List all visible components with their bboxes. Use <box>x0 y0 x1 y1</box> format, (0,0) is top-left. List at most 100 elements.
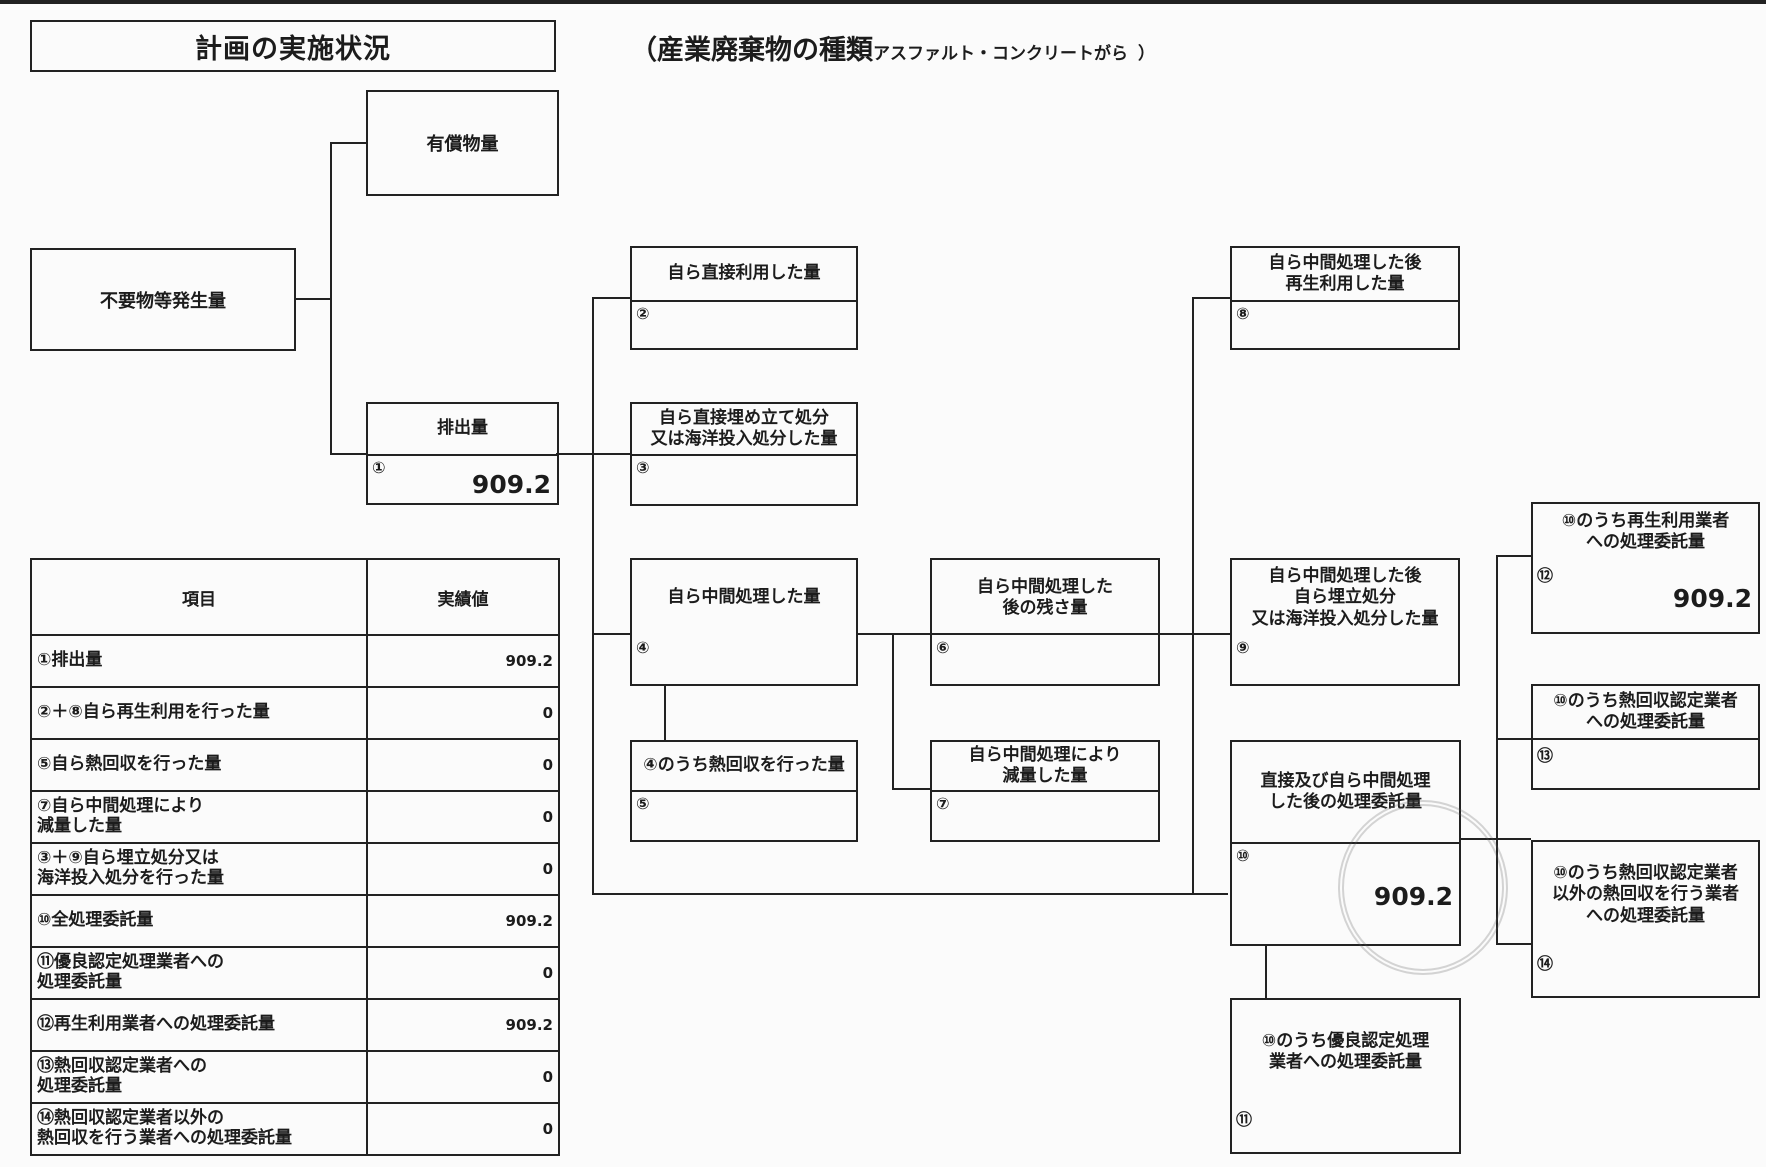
reduction-number: ⑦ <box>936 794 950 813</box>
consignment-label: 直接及び自ら中間処理 した後の処理委託量 <box>1232 742 1459 844</box>
post-treatment-landfill-label: 自ら中間処理した後 自ら埋立処分 又は海洋投入処分した量 <box>1251 566 1439 629</box>
connector-line <box>330 142 332 454</box>
direct-use-number: ② <box>636 304 650 323</box>
connector-line <box>330 453 366 455</box>
heat-recovery-label: ④のうち熱回収を行った量 <box>632 742 856 792</box>
direct-landfill-box: 自ら直接埋め立て処分 又は海洋投入処分した量 ③ <box>630 402 858 506</box>
connector-line <box>592 893 1228 895</box>
heat-recovery-number: ⑤ <box>636 794 650 813</box>
residue-box: 自ら中間処理した 後の残さ量 ⑥ <box>930 558 1160 686</box>
direct-landfill-label: 自ら直接埋め立て処分 又は海洋投入処分した量 <box>632 404 856 456</box>
excellent-contractor-number: ⑪ <box>1236 1110 1253 1129</box>
waste-type-suffix: ） <box>1138 44 1155 64</box>
table-cell-value: 0 <box>366 686 560 740</box>
paid-goods-box: 有償物量 <box>366 90 559 196</box>
connector-line <box>1192 297 1230 299</box>
residue-label: 自ら中間処理した 後の残さ量 <box>977 576 1113 618</box>
discharge-value: 909.2 <box>471 470 551 499</box>
connector-line <box>1496 555 1531 557</box>
recycler-consignment-box: ⑩のうち再生利用業者 への処理委託量 ⑫ 909.2 <box>1531 502 1760 634</box>
heat-recovery-contractor-label: ⑩のうち熱回収認定業者 への処理委託量 <box>1533 686 1758 740</box>
intermediate-treatment-number: ④ <box>636 638 650 657</box>
heat-recovery-contractor-box: ⑩のうち熱回収認定業者 への処理委託量 ⑬ <box>1531 684 1760 790</box>
discharge-label: 排出量 <box>368 404 557 456</box>
table-cell-item: ③＋⑨自ら埋立処分又は 海洋投入処分を行った量 <box>30 842 368 896</box>
other-heat-recovery-number: ⑭ <box>1537 954 1554 973</box>
table-cell-item: ①排出量 <box>30 634 368 688</box>
post-treatment-landfill-box: 自ら中間処理した後 自ら埋立処分 又は海洋投入処分した量 ⑨ <box>1230 558 1460 686</box>
recycler-consignment-label: ⑩のうち再生利用業者 への処理委託量 <box>1561 510 1730 552</box>
connector-line <box>892 633 894 790</box>
connector-line <box>892 788 930 790</box>
table-cell-value: 909.2 <box>366 894 560 948</box>
heat-recovery-box: ④のうち熱回収を行った量 ⑤ <box>630 740 858 842</box>
direct-use-box: 自ら直接利用した量 ② <box>630 246 858 350</box>
table-cell-item: ⑫再生利用業者への処理委託量 <box>30 998 368 1052</box>
direct-landfill-number: ③ <box>636 458 650 477</box>
waste-type-caption: （産業廃棄物の種類アスファルト・コンクリートがら ） <box>630 28 1155 67</box>
table-cell-item: ⑦自ら中間処理により 減量した量 <box>30 790 368 844</box>
waste-type-value: アスファルト・コンクリートがら <box>873 44 1128 64</box>
connector-line <box>592 633 630 635</box>
discharge-number: ① <box>372 458 386 477</box>
table-header-row: 項目 実績値 <box>30 558 560 636</box>
consignment-value: 909.2 <box>1373 882 1453 911</box>
connector-line <box>1496 738 1531 740</box>
intermediate-treatment-box: 自ら中間処理した量 ④ <box>630 558 858 686</box>
connector-line <box>296 298 332 300</box>
post-treatment-landfill-number: ⑨ <box>1236 638 1250 657</box>
reduction-box: 自ら中間処理により 減量した量 ⑦ <box>930 740 1160 842</box>
page-title: 計画の実施状況 <box>30 20 556 72</box>
table-cell-value: 0 <box>366 946 560 1000</box>
consignment-box: 直接及び自ら中間処理 した後の処理委託量 ⑩ 909.2 <box>1230 740 1461 946</box>
heat-recovery-contractor-number: ⑬ <box>1537 746 1554 765</box>
connector-line <box>1192 297 1194 895</box>
connector-line <box>1496 943 1531 945</box>
table-cell-value: 0 <box>366 738 560 792</box>
connector-line <box>1496 555 1498 945</box>
column-header-item: 項目 <box>30 558 368 636</box>
post-treatment-reuse-label: 自ら中間処理した後 再生利用した量 <box>1232 248 1458 302</box>
recycler-consignment-number: ⑫ <box>1537 566 1554 585</box>
intermediate-treatment-label: 自ら中間処理した量 <box>667 587 821 608</box>
table-cell-item: ⑭熱回収認定業者以外の 熱回収を行う業者への処理委託量 <box>30 1102 368 1156</box>
connector-line <box>592 297 630 299</box>
waste-type-prefix: （産業廃棄物の種類 <box>630 35 873 66</box>
excellent-contractor-label: ⑩のうち優良認定処理 業者への処理委託量 <box>1261 1030 1430 1072</box>
table-cell-item: ⑪優良認定処理業者への 処理委託量 <box>30 946 368 1000</box>
reduction-label: 自ら中間処理により 減量した量 <box>932 742 1158 792</box>
table-cell-value: 0 <box>366 790 560 844</box>
table-cell-value: 909.2 <box>366 998 560 1052</box>
recycler-consignment-value: 909.2 <box>1672 584 1752 613</box>
table-cell-item: ⑬熱回収認定業者への 処理委託量 <box>30 1050 368 1104</box>
direct-use-label: 自ら直接利用した量 <box>632 248 856 302</box>
table-cell-value: 0 <box>366 1102 560 1156</box>
generated-amount-box: 不要物等発生量 <box>30 248 296 351</box>
column-header-value: 実績値 <box>366 558 560 636</box>
table-cell-value: 0 <box>366 842 560 896</box>
connector-line <box>330 142 366 144</box>
residue-number: ⑥ <box>936 638 950 657</box>
consignment-number: ⑩ <box>1236 846 1250 865</box>
connector-line <box>857 633 1230 635</box>
discharge-box: 排出量 ① 909.2 <box>366 402 559 505</box>
connector-line <box>1265 945 1267 998</box>
other-heat-recovery-box: ⑩のうち熱回収認定業者 以外の熱回収を行う業者 への処理委託量 ⑭ <box>1531 840 1760 998</box>
post-treatment-reuse-box: 自ら中間処理した後 再生利用した量 ⑧ <box>1230 246 1460 350</box>
table-cell-item: ⑩全処理委託量 <box>30 894 368 948</box>
connector-line <box>592 297 594 895</box>
table-cell-value: 909.2 <box>366 634 560 688</box>
table-cell-item: ⑤自ら熱回収を行った量 <box>30 738 368 792</box>
table-cell-value: 0 <box>366 1050 560 1104</box>
